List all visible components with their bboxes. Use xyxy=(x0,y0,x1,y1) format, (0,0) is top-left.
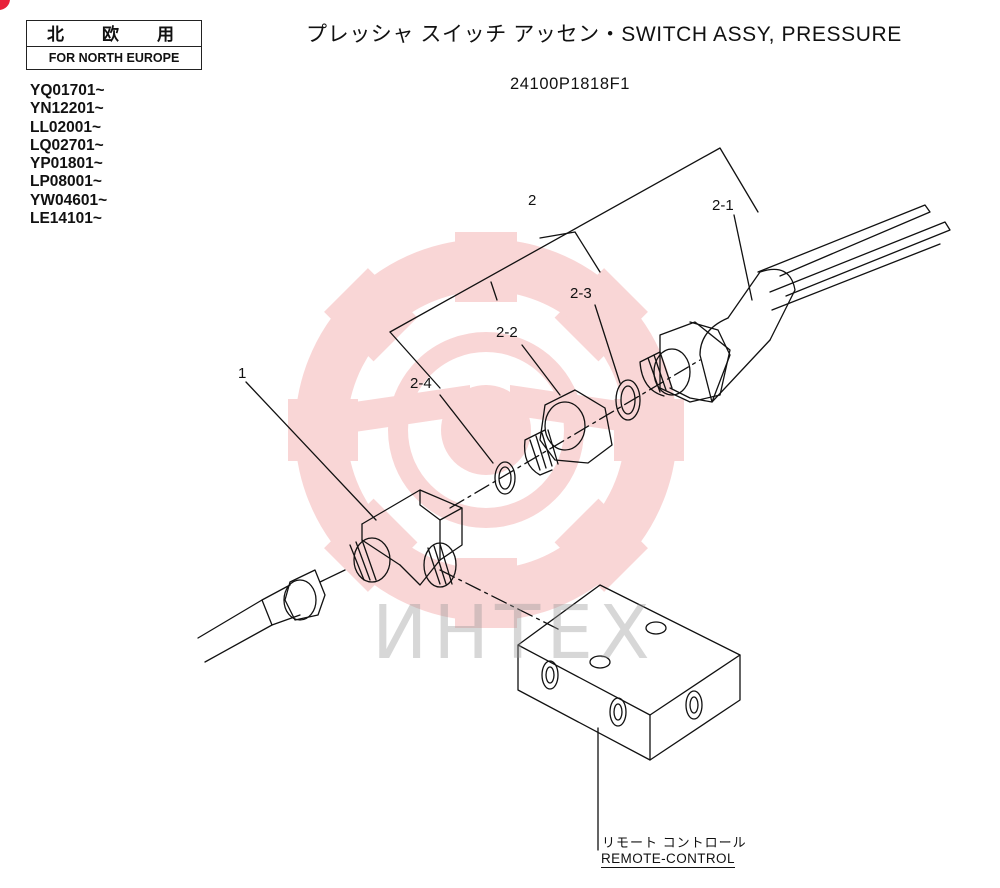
serial-list: YQ01701~ YN12201~ LL02001~ LQ02701~ YP01… xyxy=(30,82,107,228)
hose-assembly xyxy=(197,569,346,663)
serial-item: LQ02701~ xyxy=(30,136,104,154)
callout-label-2: 2 xyxy=(528,192,536,209)
adapter-2-2 xyxy=(523,389,613,476)
center-line xyxy=(449,359,701,509)
center-line-2 xyxy=(439,569,561,631)
region-label-jp: 北欧用 xyxy=(27,23,201,47)
washer-2-3 xyxy=(615,379,641,421)
serial-item: YN12201~ xyxy=(30,100,104,118)
callout-label-2-3: 2-3 xyxy=(570,285,592,302)
serial-item: YW04601~ xyxy=(30,191,108,209)
washer-2-4 xyxy=(494,461,516,495)
leader-2-4 xyxy=(439,394,494,464)
remote-control-label-jp: リモート コントロール xyxy=(602,835,747,850)
callout-label-2-2: 2-2 xyxy=(496,324,518,341)
serial-item: LL02001~ xyxy=(30,118,102,136)
serial-item: LP08001~ xyxy=(30,173,102,191)
region-box: 北欧用 FOR NORTH EUROPE xyxy=(26,20,202,70)
leader-2-1 xyxy=(733,214,753,301)
remote-control-label-en: REMOTE-CONTROL xyxy=(601,851,735,868)
remote-control-block xyxy=(517,584,741,761)
pressure-switch xyxy=(639,204,951,403)
callout-label-2-4: 2-4 xyxy=(410,375,432,392)
leader-2-4-bracket xyxy=(389,331,441,389)
page-title: プレッシャ スイッチ アッセン・SWITCH ASSY, PRESSURE xyxy=(306,23,902,46)
region-label-en: FOR NORTH EUROPE xyxy=(48,51,180,65)
corner-badge xyxy=(0,0,10,10)
serial-item: LE14101~ xyxy=(30,210,102,228)
leader-1 xyxy=(245,381,377,521)
serial-item: YQ01701~ xyxy=(30,82,105,99)
part-number: 24100P1818F1 xyxy=(510,75,631,93)
serial-item: YP01801~ xyxy=(30,155,103,173)
watermark-gear-icon xyxy=(288,232,684,628)
callout-label-2-1: 2-1 xyxy=(712,197,734,214)
leader-2-3 xyxy=(594,304,621,384)
callout-label-1: 1 xyxy=(238,365,246,382)
tee-fitting xyxy=(349,489,463,588)
leader-2-2 xyxy=(521,344,561,396)
watermark-text: ИНТЕХ xyxy=(372,590,656,676)
callout-bracket-2 xyxy=(389,147,759,333)
